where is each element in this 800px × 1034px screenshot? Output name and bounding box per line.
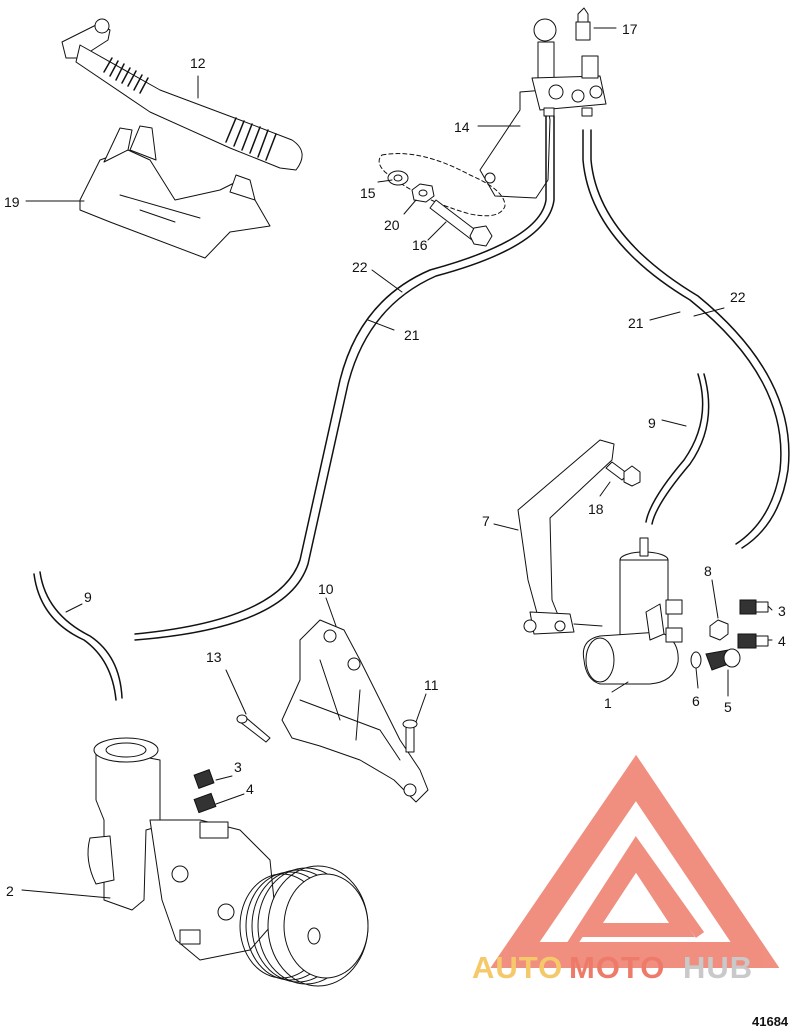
figure-number: 41684 (752, 1014, 789, 1029)
part-3-fitting-left (193, 769, 215, 789)
part-7-bracket (517, 439, 615, 635)
tubes-21-22-right (582, 129, 790, 549)
part-8-plug (709, 619, 729, 641)
callout-11: 11 (424, 677, 439, 693)
callout-22-left: 22 (352, 259, 368, 275)
part-2-pump-assembly (87, 737, 369, 987)
wordmark-hub: HUB (683, 950, 753, 985)
callout-21-left: 21 (404, 327, 420, 343)
callout-3-left: 3 (234, 759, 242, 775)
automotohub-logo (490, 754, 780, 968)
callout-9-left: 9 (84, 589, 92, 605)
callout-10: 10 (318, 581, 334, 597)
callout-18: 18 (588, 501, 604, 517)
part-14-valve-bracket (479, 18, 607, 199)
callout-5: 5 (724, 699, 732, 715)
callout-7: 7 (482, 513, 490, 529)
callout-13: 13 (206, 649, 222, 665)
part-6-oring (690, 651, 702, 669)
part-4-fitting-right (737, 633, 769, 649)
part-1-housing (582, 537, 683, 685)
wordmark-moto: MOTO (569, 950, 665, 985)
callout-8: 8 (704, 563, 712, 579)
callout-6: 6 (692, 693, 700, 709)
part-16-bolt (429, 199, 493, 247)
callout-2: 2 (6, 883, 14, 899)
callout-20: 20 (384, 217, 400, 233)
callout-1: 1 (604, 695, 612, 711)
callout-3-right: 3 (778, 603, 786, 619)
part-17-fitting (575, 7, 591, 41)
callout-21-right: 21 (628, 315, 644, 331)
part-12-tool (61, 18, 303, 171)
part-15-washer (387, 170, 409, 186)
part-13-bolt (236, 714, 271, 743)
part-3-fitting-right (739, 599, 769, 615)
part-19-clip (79, 125, 271, 259)
part-11-bolt (402, 719, 418, 753)
part-20-nut (411, 183, 435, 203)
callout-22-right: 22 (730, 289, 746, 305)
callout-4-right: 4 (778, 633, 786, 649)
leader-lines (21, 27, 773, 899)
part-18-bolt (605, 461, 641, 487)
part-4-fitting-left (193, 792, 217, 814)
part-10-bracket (281, 619, 429, 803)
callout-19: 19 (4, 194, 20, 210)
hose-9-right (645, 373, 710, 525)
callout-15: 15 (360, 185, 376, 201)
callout-4-left: 4 (246, 781, 254, 797)
hose-9-left (33, 571, 123, 701)
callout-12: 12 (190, 55, 206, 71)
wordmark-auto: AUTO (472, 950, 563, 985)
callout-17: 17 (622, 21, 638, 37)
callout-14: 14 (454, 119, 470, 135)
tubes-21-22-left (134, 115, 555, 641)
callout-numbers: 12 17 14 19 15 20 16 22 21 22 21 9 18 7 … (4, 21, 786, 899)
part-5-cap (705, 648, 741, 671)
callout-16: 16 (412, 237, 428, 253)
automotohub-wordmark: AUTO MOTO HUB (472, 950, 753, 985)
callout-9-right: 9 (648, 415, 656, 431)
hardware-group-outline (378, 153, 506, 217)
